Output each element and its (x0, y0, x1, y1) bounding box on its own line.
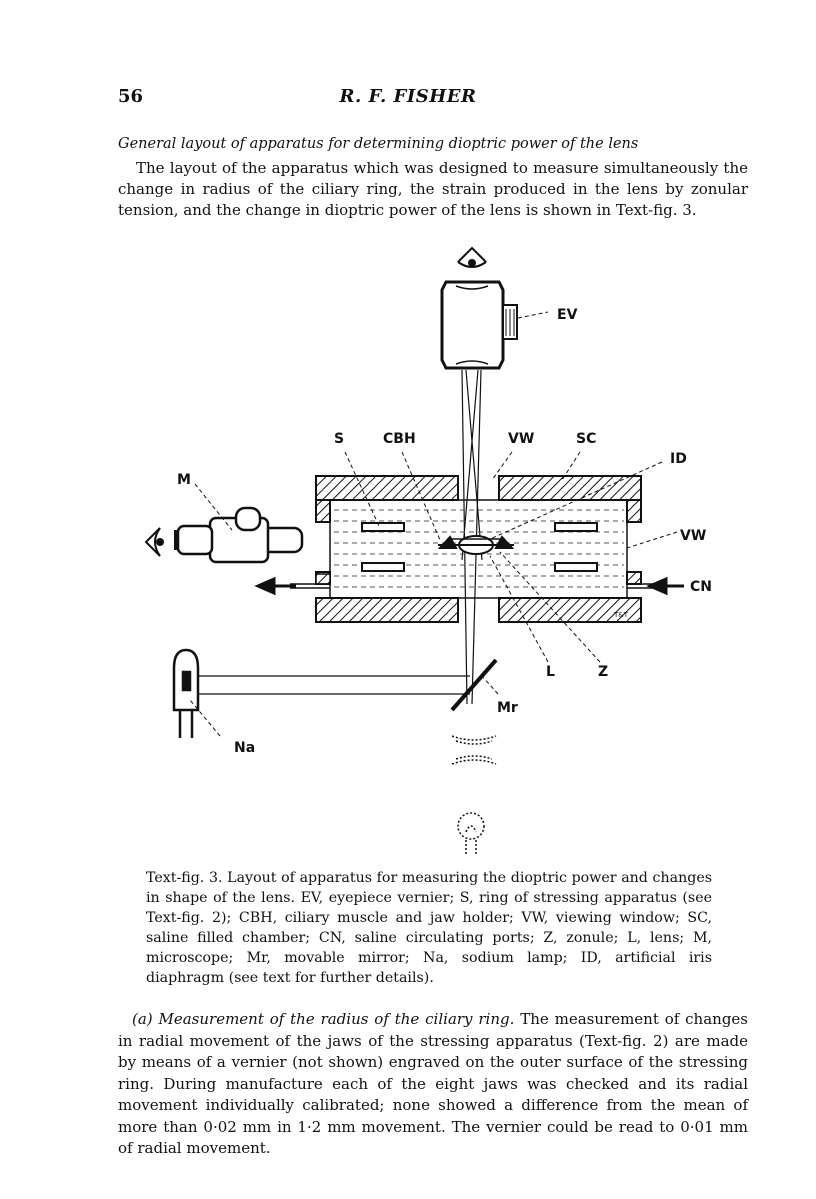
intro-paragraph: The layout of the apparatus which was de… (118, 159, 748, 219)
label-VW-right: VW (680, 528, 706, 544)
method-paragraph: (a) Measurement of the radius of the cil… (118, 1009, 748, 1160)
chamber-top-wall (315, 475, 642, 501)
label-M: M (177, 472, 191, 488)
label-EV: EV (557, 307, 578, 323)
paragraph-body: The measurement of changes in radial mov… (118, 1010, 749, 1157)
eye-symbol-left (144, 527, 164, 557)
figure-caption: Text-fig. 3. Layout of apparatus for mea… (146, 870, 712, 986)
label-Z: Z (598, 664, 608, 680)
paragraph-lead: (a) Measurement of the radius of the cil… (132, 1010, 515, 1028)
label-SC: SC (576, 431, 596, 447)
running-header-author: R. F. FISHER (339, 86, 477, 107)
chamber-bottom-wall (315, 597, 642, 623)
saline-chamber (329, 499, 628, 599)
eye-symbol-top (457, 246, 487, 268)
dotted-lenses (451, 735, 497, 765)
label-CN: CN (690, 579, 712, 595)
label-L: L (546, 664, 555, 680)
label-CBH: CBH (383, 431, 416, 447)
stressing-ring-bars (361, 522, 598, 572)
label-Na: Na (234, 740, 255, 756)
label-Mr: Mr (497, 700, 518, 716)
flow-arrow-in (646, 576, 684, 596)
artist-mark: T&T (613, 611, 629, 619)
movable-mirror (450, 658, 498, 712)
section-heading: General layout of apparatus for determin… (118, 136, 639, 152)
lens-and-jaws (437, 535, 515, 555)
label-VW-top: VW (508, 431, 534, 447)
microscope (174, 506, 304, 564)
label-S: S (334, 431, 344, 447)
leader-lines (189, 311, 678, 737)
dotted-light-bulb (457, 812, 485, 856)
page-number: 56 (118, 86, 144, 107)
eyepiece-vernier (440, 280, 518, 370)
flow-arrow-out (254, 576, 296, 596)
label-ID: ID (670, 451, 687, 467)
sodium-lamp (172, 648, 200, 738)
